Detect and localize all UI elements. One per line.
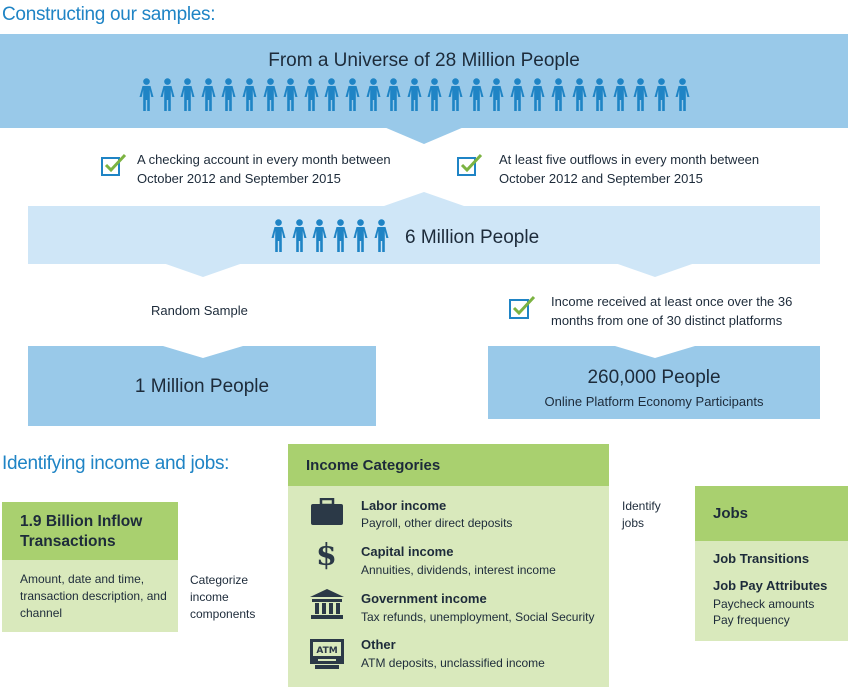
income-categories-header: Income Categories xyxy=(288,444,609,486)
jobs-title: Jobs xyxy=(713,505,749,522)
inflow-header: 1.9 Billion Inflow Transactions xyxy=(2,502,178,560)
job-transitions-label: Job Transitions xyxy=(713,551,810,566)
one-million-box: 1 Million People xyxy=(28,346,376,426)
other-income-title: Other xyxy=(361,637,396,652)
person-icon xyxy=(374,219,389,252)
pay-frequency-label: Pay frequency xyxy=(713,613,790,627)
person-icon xyxy=(221,78,236,111)
one-million-label: 1 Million People xyxy=(134,376,270,397)
person-icon xyxy=(345,78,360,111)
person-icon xyxy=(263,78,278,111)
labor-income-desc: Payroll, other direct deposits xyxy=(361,516,513,530)
jobs-header: Jobs xyxy=(695,486,848,541)
universe-people-row xyxy=(139,78,709,112)
person-icon xyxy=(551,78,566,111)
person-icon xyxy=(407,78,422,111)
person-icon xyxy=(304,78,319,111)
person-icon xyxy=(613,78,628,111)
identifying-title: Identifying income and jobs: xyxy=(2,453,230,474)
subset-people-row xyxy=(271,219,396,253)
person-icon xyxy=(675,78,690,111)
person-icon xyxy=(283,78,298,111)
labor-income-title: Labor income xyxy=(361,498,447,513)
person-icon xyxy=(427,78,442,111)
platform-criteria-text: Income received at least once over the 3… xyxy=(551,294,793,328)
person-icon xyxy=(572,78,587,111)
income-categories-title: Income Categories xyxy=(306,457,441,474)
constructing-title: Constructing our samples: xyxy=(2,4,216,25)
filter-right-text: At least five outflows in every month be… xyxy=(499,152,760,186)
universe-label: From a Universe of 28 Million People xyxy=(268,50,580,71)
person-icon xyxy=(366,78,381,111)
person-icon xyxy=(271,219,286,252)
svg-text:ATM: ATM xyxy=(316,646,337,656)
person-icon xyxy=(160,78,175,111)
categorize-label: Categorize income components xyxy=(190,573,256,621)
platform-sample-label: 260,000 People xyxy=(587,367,721,388)
jobs-body: Job Transitions Job Pay Attributes Paych… xyxy=(695,541,848,641)
person-icon xyxy=(386,78,401,111)
person-icon xyxy=(139,78,154,111)
person-icon xyxy=(292,219,307,252)
government-income-title: Government income xyxy=(361,591,487,606)
inflow-body-text: Amount, date and time, transaction descr… xyxy=(20,572,167,620)
person-icon xyxy=(333,219,348,252)
atm-icon: ATM xyxy=(310,639,344,669)
checkbox-icon xyxy=(457,153,483,176)
subset-arrows xyxy=(163,192,695,277)
paycheck-amounts-label: Paycheck amounts xyxy=(713,597,815,611)
inflow-body: Amount, date and time, transaction descr… xyxy=(2,560,178,632)
inflow-title: 1.9 Billion Inflow Transactions xyxy=(20,513,143,550)
person-icon xyxy=(448,78,463,111)
platform-sample-box: 260,000 People Online Platform Economy P… xyxy=(488,346,820,419)
capital-income-desc: Annuities, dividends, interest income xyxy=(361,563,556,577)
other-income-desc: ATM deposits, unclassified income xyxy=(361,656,545,670)
box-notch xyxy=(615,346,695,358)
person-icon xyxy=(530,78,545,111)
person-icon xyxy=(489,78,504,111)
identify-jobs-label: Identify jobs xyxy=(622,499,661,530)
platform-sample-sublabel: Online Platform Economy Participants xyxy=(544,394,764,409)
subset-label: 6 Million People xyxy=(405,227,540,248)
box-notch xyxy=(163,346,243,358)
person-icon xyxy=(180,78,195,111)
capital-income-title: Capital income xyxy=(361,544,454,559)
person-icon xyxy=(201,78,216,111)
checkbox-icon xyxy=(509,295,536,319)
person-icon xyxy=(312,219,327,252)
checkbox-icon xyxy=(101,153,127,176)
random-sample-text: Random Sample xyxy=(151,303,248,318)
government-income-desc: Tax refunds, unemployment, Social Securi… xyxy=(361,610,595,624)
job-pay-attributes-label: Job Pay Attributes xyxy=(713,578,828,593)
person-icon xyxy=(654,78,669,111)
income-categories-body: Labor income Payroll, other direct depos… xyxy=(288,486,609,687)
person-icon xyxy=(242,78,257,111)
filter-left-text: A checking account in every month betwee… xyxy=(137,152,391,186)
universe-arrow xyxy=(384,127,464,144)
dollar-icon: $ xyxy=(316,538,337,573)
subset-band xyxy=(28,206,820,264)
person-icon xyxy=(592,78,607,111)
person-icon xyxy=(353,219,368,252)
person-icon xyxy=(633,78,648,111)
bank-icon xyxy=(310,589,344,619)
person-icon xyxy=(469,78,484,111)
briefcase-icon xyxy=(311,498,343,525)
universe-band xyxy=(0,34,848,128)
person-icon xyxy=(510,78,525,111)
person-icon xyxy=(324,78,339,111)
